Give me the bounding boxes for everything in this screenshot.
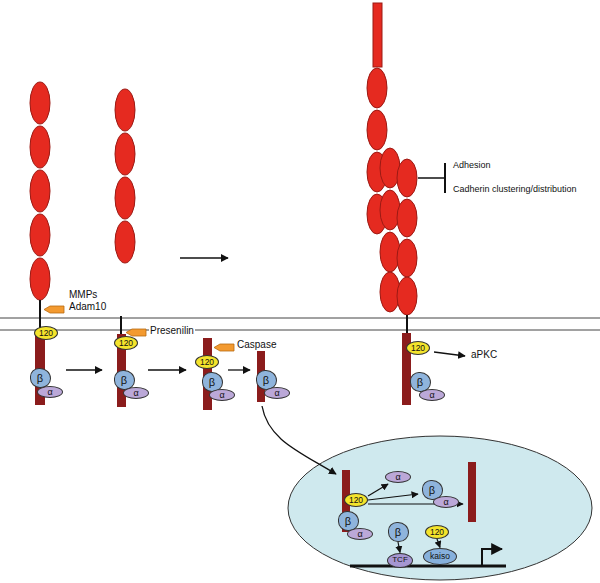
protein-label: α xyxy=(357,530,362,539)
alpha-catenin: α xyxy=(419,389,445,401)
protein-label: α xyxy=(47,388,52,397)
cadherin-repeat xyxy=(397,277,417,315)
alpha-catenin: α xyxy=(264,387,290,399)
cadherin-repeat xyxy=(115,221,135,263)
p120-protein: 120 xyxy=(195,355,219,369)
protein-label: β xyxy=(345,516,351,527)
transcription-start-arrow xyxy=(482,549,502,566)
nucleus xyxy=(288,436,592,580)
alpha-catenin: α xyxy=(385,471,411,483)
annotation-label: Cadherin clustering/distribution xyxy=(452,184,578,194)
alpha-catenin: α xyxy=(123,387,149,399)
cadherin-repeat xyxy=(397,199,417,237)
alpha-catenin: α xyxy=(37,386,63,398)
cadherin-repeat xyxy=(30,214,50,256)
regulation-arrow xyxy=(437,539,440,548)
annotation-label: Caspase xyxy=(236,339,277,351)
protein-label: 120 xyxy=(349,496,363,505)
signal-arrow xyxy=(434,352,465,356)
cadherin-stalk xyxy=(406,315,408,333)
p120-protein: 120 xyxy=(406,341,430,355)
annotation-label: aPKC xyxy=(470,349,498,361)
caspase-tag xyxy=(214,344,234,351)
cadherin-repeat xyxy=(115,133,135,175)
cadherin-repeat xyxy=(397,159,417,197)
protein-label: β xyxy=(395,527,401,538)
mmp-protease-tag xyxy=(44,306,64,313)
annotation-label: Presenilin xyxy=(149,325,195,337)
protein-label: β xyxy=(417,377,423,388)
cadherin-repeat xyxy=(30,258,50,300)
cadherin-repeat xyxy=(367,68,387,108)
annotation-label: Adam10 xyxy=(68,301,107,313)
protein-label: 120 xyxy=(39,329,53,338)
p120-protein: 120 xyxy=(425,525,449,539)
process-arrow xyxy=(228,369,250,370)
cadherin-stalk xyxy=(120,316,122,334)
nuclear-cadherin-fragment xyxy=(468,462,476,522)
protein-label: TCF xyxy=(392,556,408,564)
protein-label: β xyxy=(429,485,435,496)
alpha-catenin: α xyxy=(347,528,373,540)
protein-label: β xyxy=(263,375,269,386)
membrane-inner-line xyxy=(0,330,600,331)
regulation-arrow xyxy=(398,542,400,553)
cadherin-repeat xyxy=(115,89,135,131)
nuclear-import-arrow xyxy=(262,406,336,474)
cadherin-repeat xyxy=(30,170,50,212)
presenilin-tag xyxy=(126,329,146,336)
protein-label: α xyxy=(133,389,138,398)
annotation-label: Adhesion xyxy=(452,160,492,170)
cadherin-repeat xyxy=(115,177,135,219)
protein-label: α xyxy=(429,391,434,400)
alpha-catenin: α xyxy=(209,389,235,401)
protein-label: 120 xyxy=(200,358,214,367)
kaiso-factor: kaiso xyxy=(423,548,457,565)
protein-label: α xyxy=(274,389,279,398)
protein-label: α xyxy=(395,473,400,482)
cadherin-prodomain xyxy=(373,3,382,67)
dissociation-arrow xyxy=(368,494,418,500)
process-arrow xyxy=(148,369,186,370)
membrane-band xyxy=(0,318,600,330)
protein-label: 120 xyxy=(430,528,444,537)
annotation-label: MMPs xyxy=(68,289,98,301)
protein-label: β xyxy=(209,377,215,388)
beta-catenin: β xyxy=(30,368,51,388)
protein-label: kaiso xyxy=(430,552,450,561)
dissociation-arrow xyxy=(368,484,388,496)
cadherin-repeat xyxy=(397,239,417,277)
cadherin-repeat xyxy=(367,110,387,150)
cadherin-repeat xyxy=(30,82,50,124)
alpha-catenin: α xyxy=(433,496,459,508)
protein-label: 120 xyxy=(411,344,425,353)
p120-protein: 120 xyxy=(114,336,138,350)
membrane-outer-line xyxy=(0,318,600,319)
p120-protein: 120 xyxy=(34,326,58,340)
cadherin-ectodomains xyxy=(30,68,417,315)
protein-label: α xyxy=(219,391,224,400)
protein-label: β xyxy=(121,375,127,386)
inhibition-line xyxy=(418,177,445,179)
cadherin-repeat xyxy=(30,126,50,168)
inhibition-bar xyxy=(444,163,446,193)
process-arrow xyxy=(180,257,228,258)
tcf-factor: TCF xyxy=(387,553,413,568)
protein-label: α xyxy=(443,498,448,507)
protein-label: 120 xyxy=(119,339,133,348)
protein-label: β xyxy=(37,373,43,384)
process-arrow xyxy=(66,369,102,370)
beta-catenin: β xyxy=(388,522,409,542)
p120-protein: 120 xyxy=(344,493,368,507)
